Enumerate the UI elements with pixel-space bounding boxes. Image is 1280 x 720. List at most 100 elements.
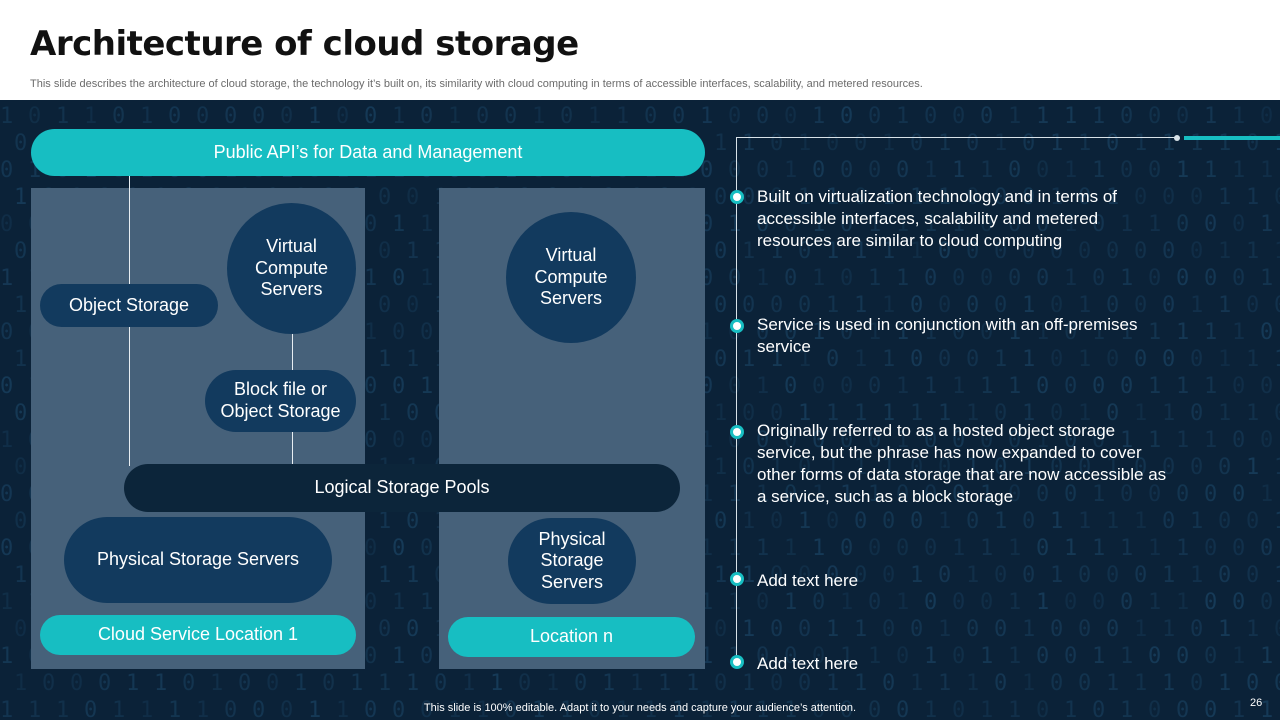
- binary-digit: 0: [994, 563, 1008, 588]
- binary-digit: 0: [1246, 671, 1260, 696]
- binary-digit: 0: [1260, 428, 1274, 453]
- binary-digit: 0: [336, 104, 350, 129]
- binary-digit: 0: [784, 428, 798, 453]
- binary-digit: 1: [882, 131, 896, 156]
- binary-digit: 1: [938, 509, 952, 534]
- binary-digit: 1: [392, 104, 406, 129]
- binary-digit: 1: [1176, 158, 1190, 183]
- binary-digit: 0: [1050, 347, 1064, 372]
- binary-digit: 0: [994, 401, 1008, 426]
- binary-digit: 1: [1092, 644, 1106, 669]
- binary-digit: 0: [952, 590, 966, 615]
- binary-digit: 1: [1148, 590, 1162, 615]
- binary-digit: 1: [126, 671, 140, 696]
- binary-digit: 1: [1162, 563, 1176, 588]
- bullet-icon: [730, 572, 744, 586]
- binary-digit: 0: [1232, 266, 1246, 291]
- binary-digit: 0: [1106, 293, 1120, 318]
- binary-digit: 0: [910, 617, 924, 642]
- binary-digit: 1: [812, 536, 826, 561]
- binary-digit: 0: [406, 617, 420, 642]
- binary-digit: 0: [798, 293, 812, 318]
- binary-digit: 1: [1148, 212, 1162, 237]
- binary-digit: 1: [1134, 671, 1148, 696]
- binary-digit: 0: [924, 428, 938, 453]
- bullet-icon: [730, 319, 744, 333]
- binary-digit: 0: [798, 239, 812, 264]
- block-file-storage-box: Block file or Object Storage: [205, 370, 356, 432]
- binary-digit: 1: [1008, 536, 1022, 561]
- binary-digit: 0: [364, 374, 378, 399]
- binary-digit: 1: [84, 104, 98, 129]
- binary-digit: 0: [714, 185, 728, 210]
- binary-digit: 0: [854, 509, 868, 534]
- binary-digit: 1: [644, 698, 658, 720]
- binary-digit: 1: [532, 698, 546, 720]
- binary-digit: 0: [420, 104, 434, 129]
- binary-digit: 0: [1274, 293, 1280, 318]
- binary-digit: 1: [210, 671, 224, 696]
- footer-note-text: This slide is 100% editable. Adapt it to…: [423, 702, 857, 714]
- binary-digit: 0: [784, 266, 798, 291]
- binary-digit: 0: [714, 509, 728, 534]
- binary-digit: 1: [714, 131, 728, 156]
- binary-digit: 0: [1274, 401, 1280, 426]
- timeline-end-dot: [1174, 135, 1180, 141]
- binary-digit: 0: [1232, 536, 1246, 561]
- binary-digit: 1: [1204, 104, 1218, 129]
- binary-digit: 1: [1176, 320, 1190, 345]
- binary-digit: 1: [966, 401, 980, 426]
- binary-digit: 0: [1148, 158, 1162, 183]
- binary-digit: 1: [462, 671, 476, 696]
- binary-digit: 1: [826, 617, 840, 642]
- binary-digit: 1: [1120, 212, 1134, 237]
- binary-digit: 1: [938, 185, 952, 210]
- binary-digit: 1: [728, 536, 742, 561]
- binary-digit: 0: [280, 104, 294, 129]
- binary-digit: 0: [1260, 536, 1274, 561]
- binary-digit: 0: [1260, 320, 1274, 345]
- binary-digit: 0: [840, 158, 854, 183]
- binary-digit: 0: [1078, 563, 1092, 588]
- binary-digit: 1: [896, 212, 910, 237]
- binary-digit: 1: [700, 104, 714, 129]
- binary-digit: 1: [896, 266, 910, 291]
- binary-digit: 1: [994, 509, 1008, 534]
- logical-storage-pools-bar: Logical Storage Pools: [124, 464, 680, 512]
- binary-digit: 0: [1092, 374, 1106, 399]
- binary-digit: 1: [1274, 131, 1280, 156]
- binary-digit: 1: [1260, 266, 1274, 291]
- binary-digit: 0: [406, 509, 420, 534]
- binary-digit: 0: [924, 482, 938, 507]
- binary-digit: 0: [1120, 590, 1134, 615]
- point-item: Service is used in conjunction with an o…: [757, 315, 1138, 356]
- binary-digit: 1: [14, 347, 28, 372]
- point-item: Built on virtualization technology and i…: [757, 187, 1118, 250]
- binary-digit: 0: [672, 104, 686, 129]
- binary-digit: 1: [994, 347, 1008, 372]
- binary-digit: 1: [840, 482, 854, 507]
- binary-digit: 0: [826, 563, 840, 588]
- binary-digit: 0: [1204, 698, 1218, 720]
- binary-digit: 0: [938, 455, 952, 480]
- binary-digit: 1: [1260, 212, 1274, 237]
- binary-digit: 0: [812, 374, 826, 399]
- binary-digit: 1: [714, 563, 728, 588]
- binary-digit: 1: [910, 671, 924, 696]
- binary-digit: 0: [0, 482, 14, 507]
- binary-digit: 1: [938, 617, 952, 642]
- binary-digit: 1: [980, 158, 994, 183]
- binary-digit: 1: [1190, 293, 1204, 318]
- binary-digit: 0: [1036, 212, 1050, 237]
- binary-digit: 0: [1106, 347, 1120, 372]
- binary-digit: 0: [826, 347, 840, 372]
- binary-digit: 0: [1036, 158, 1050, 183]
- binary-digit: 1: [1218, 131, 1232, 156]
- binary-digit: 0: [364, 644, 378, 669]
- binary-digit: 0: [1260, 104, 1274, 129]
- binary-digit: 1: [756, 482, 770, 507]
- binary-digit: 0: [728, 374, 742, 399]
- binary-digit: 1: [812, 482, 826, 507]
- binary-digit: 1: [1106, 455, 1120, 480]
- binary-digit: 0: [742, 455, 756, 480]
